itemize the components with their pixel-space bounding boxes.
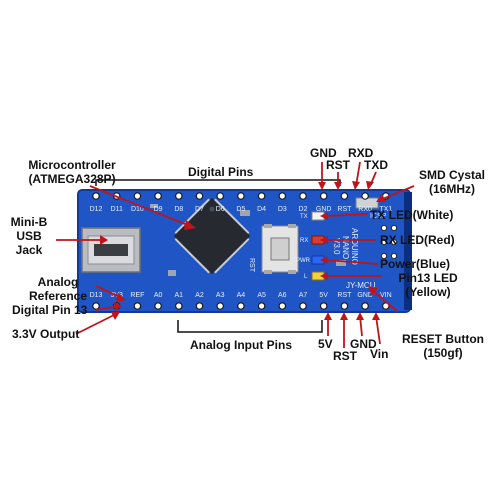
top-pin-label: TX1 bbox=[379, 206, 392, 213]
label-power-led: Power(Blue) bbox=[380, 257, 451, 271]
top-pin-label: D7 bbox=[195, 206, 204, 213]
top-pin-label: D2 bbox=[299, 206, 308, 213]
side-text-version: V3.0 bbox=[332, 238, 341, 255]
top-pin-d6 bbox=[216, 192, 225, 200]
top-pin-label: GND bbox=[316, 206, 332, 213]
led-silk-l: L bbox=[304, 274, 308, 280]
board-side-text: ARDUINO NANO V3.0 bbox=[332, 228, 359, 265]
top-pin-d4 bbox=[257, 192, 266, 200]
label-rxd: RXD bbox=[348, 146, 374, 160]
top-pin-label: D4 bbox=[257, 206, 266, 213]
bottom-pin-a3 bbox=[216, 302, 225, 310]
label-smd-crystal: SMD Cystal (16MHz) bbox=[418, 168, 486, 196]
bottom-pin-5v bbox=[319, 302, 328, 310]
label-rst-top: RST bbox=[326, 158, 350, 172]
bottom-pin-label: REF bbox=[130, 292, 144, 299]
microcontroller-chip bbox=[173, 197, 251, 275]
jy-mcu-silk: JY-MCU bbox=[346, 281, 376, 290]
rst-silk: RST bbox=[248, 258, 255, 273]
bottom-pin-ref bbox=[133, 302, 142, 310]
top-pin-label: D8 bbox=[174, 206, 183, 213]
top-pin-label: D5 bbox=[236, 206, 245, 213]
bottom-pin-label: D13 bbox=[90, 292, 103, 299]
label-pin13-led: Pin13 LED (Yellow) bbox=[398, 271, 458, 299]
bottom-pin-label: VIN bbox=[380, 292, 392, 299]
bottom-pin-a2 bbox=[195, 302, 204, 310]
bottom-pin-d13 bbox=[92, 302, 100, 310]
led-silk-labels: TX RX PWR L bbox=[296, 214, 311, 280]
label-rst-bottom: RST bbox=[333, 349, 357, 363]
bottom-pin-label: A5 bbox=[257, 292, 266, 299]
label-digital-pin-13: Digital Pin 13 bbox=[12, 303, 88, 317]
led-silk-tx: TX bbox=[300, 214, 308, 220]
top-pin-label: RST bbox=[337, 206, 352, 213]
top-pin-rx0 bbox=[361, 192, 369, 200]
bottom-pin-a1 bbox=[175, 302, 183, 310]
bottom-pin-label: RST bbox=[337, 292, 352, 299]
top-pin-rst bbox=[340, 192, 349, 200]
led-silk-pwr: PWR bbox=[296, 258, 311, 264]
label-tx-led: TX LED(White) bbox=[370, 208, 454, 222]
pcb-shadow bbox=[404, 192, 412, 310]
side-text-arduino: ARDUINO bbox=[350, 228, 359, 265]
bottom-pin-label: A1 bbox=[175, 292, 184, 299]
label-rx-led: RX LED(Red) bbox=[380, 233, 455, 247]
top-pin-label: D10 bbox=[131, 206, 144, 213]
top-pin-label: D9 bbox=[154, 206, 163, 213]
top-pin-gnd bbox=[319, 192, 328, 200]
label-txd: TXD bbox=[364, 158, 388, 172]
top-pin-d9 bbox=[154, 192, 162, 200]
label-33v-output: 3.3V Output bbox=[12, 327, 80, 341]
top-pin-d10 bbox=[133, 192, 142, 200]
bottom-pin-label: A2 bbox=[195, 292, 204, 299]
bottom-pin-label: 5V bbox=[319, 292, 328, 299]
top-pin-label: D3 bbox=[278, 206, 287, 213]
bottom-pin-label: A3 bbox=[216, 292, 225, 299]
label-gnd-top: GND bbox=[310, 146, 337, 160]
label-reset-button: RESET Button (150gf) bbox=[402, 332, 484, 360]
reset-button bbox=[261, 224, 299, 274]
bottom-pin-label: GND bbox=[357, 292, 373, 299]
bottom-pin-row bbox=[92, 302, 390, 310]
top-pin-labels: D12 D11 D10 D9 D8 D7 D6 D5 D4 D3 D2 GND RST RX0 TX1 bbox=[90, 206, 393, 213]
top-pin-d5 bbox=[237, 192, 245, 200]
top-pin-label: D11 bbox=[111, 206, 123, 213]
side-text-nano: NANO bbox=[341, 236, 350, 259]
bottom-pin-a4 bbox=[237, 302, 245, 310]
bottom-pin-a7 bbox=[299, 302, 307, 310]
bottom-pin-a0 bbox=[154, 302, 162, 310]
label-mini-usb: Mini-B USB Jack bbox=[10, 215, 48, 257]
arrowheads bbox=[100, 181, 386, 320]
icsp-silk: ICSP bbox=[370, 213, 387, 220]
bottom-pin-label: A0 bbox=[154, 292, 163, 299]
top-pin-row bbox=[92, 192, 390, 200]
top-pin-label: RX0 bbox=[358, 206, 372, 213]
label-5v: 5V bbox=[318, 337, 333, 351]
bottom-pin-label: A7 bbox=[299, 292, 308, 299]
bottom-pin-gnd bbox=[361, 302, 369, 310]
top-pin-d12 bbox=[92, 192, 100, 200]
label-analog-reference: Analog Reference bbox=[28, 275, 88, 303]
led-silk-rx: RX bbox=[300, 238, 308, 244]
bottom-pin-a5 bbox=[257, 302, 266, 310]
bottom-pin-label: A6 bbox=[278, 292, 287, 299]
label-analog-input-pins: Analog Input Pins bbox=[190, 338, 292, 352]
bottom-pin-label: A4 bbox=[237, 292, 246, 299]
mini-usb-jack bbox=[81, 227, 141, 273]
top-pin-d8 bbox=[175, 192, 183, 200]
top-pin-d2 bbox=[299, 192, 307, 200]
label-gnd-bottom: GND bbox=[350, 337, 377, 351]
top-pin-label: D6 bbox=[216, 206, 225, 213]
label-vin: Vin bbox=[370, 347, 389, 361]
top-pin-d7 bbox=[195, 192, 204, 200]
bottom-pin-a6 bbox=[278, 302, 287, 310]
top-pin-label: D12 bbox=[90, 206, 103, 213]
label-digital-pins: Digital Pins bbox=[188, 165, 254, 179]
bottom-pin-rst bbox=[340, 302, 349, 310]
top-pin-d3 bbox=[278, 192, 287, 200]
label-microcontroller: Microcontroller (ATMEGA328P) bbox=[28, 158, 116, 186]
